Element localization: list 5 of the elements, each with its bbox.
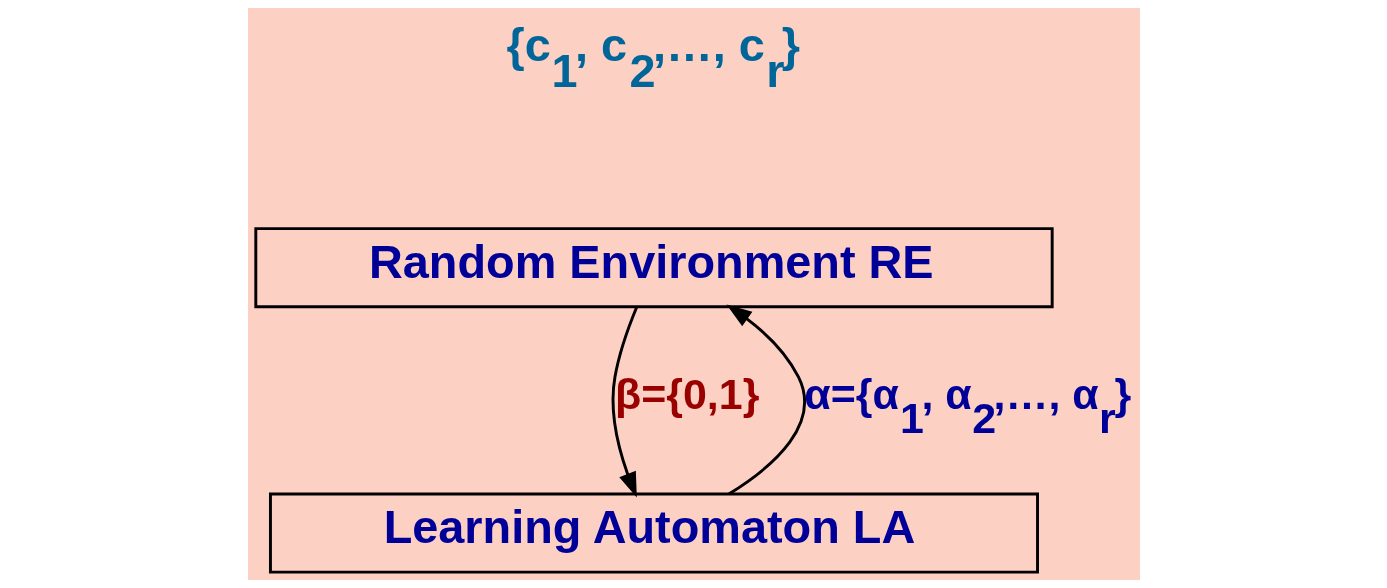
arrow [725, 304, 806, 496]
node-box: Learning Automaton LA [268, 492, 1039, 574]
node-box: Random Environment RE [253, 227, 1054, 309]
arrow [611, 306, 638, 498]
edge-label: β={0,1} [614, 370, 759, 419]
